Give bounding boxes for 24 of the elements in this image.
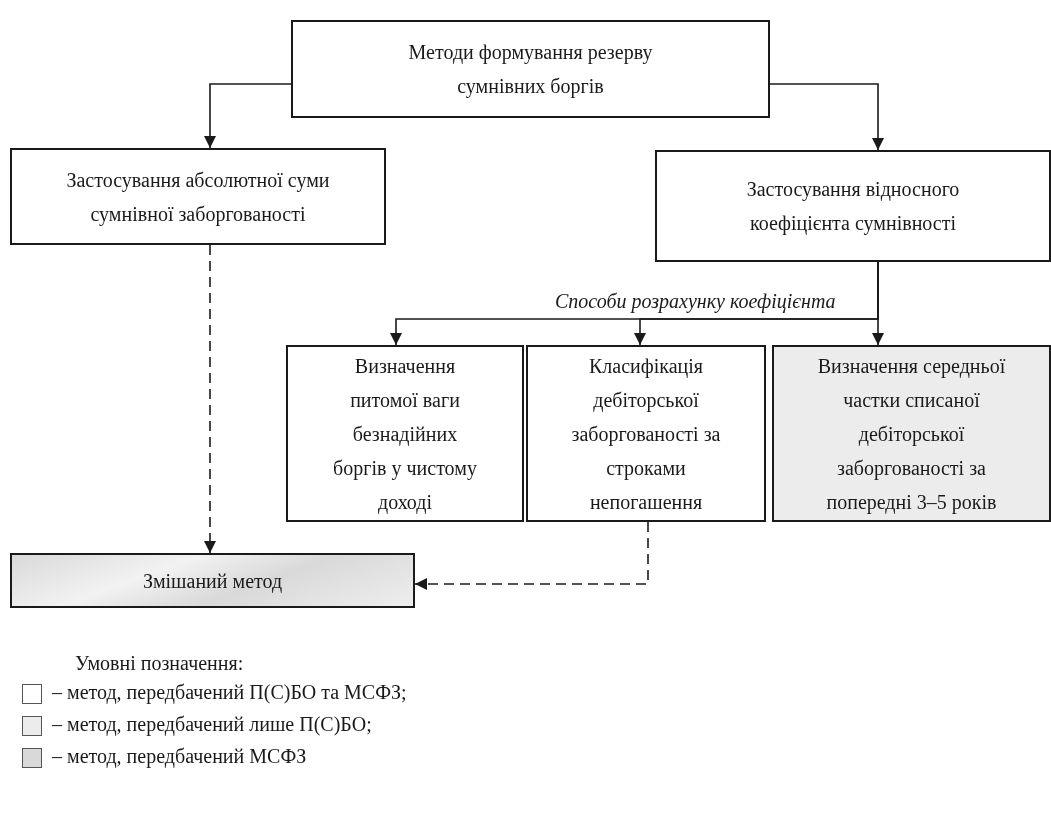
arrow — [872, 261, 884, 346]
dashed-arrow — [414, 521, 649, 590]
textured-method-box — [772, 345, 1051, 522]
legend-title: Умовні позначення: — [75, 652, 244, 675]
method-box — [291, 20, 770, 118]
method-box — [10, 148, 386, 245]
method-box — [655, 150, 1051, 262]
arrow — [769, 83, 884, 151]
node-text: Застосування абсолютної суми сумнівної заборгованості — [65, 167, 331, 228]
method-box — [526, 345, 766, 522]
edge-label: Способи розрахунку коефіцієнта — [553, 290, 838, 313]
node-text: Визначення питомої ваги безнадійних боргів у чистому доході — [332, 353, 478, 516]
node-text: Класифікація дебіторської заборгованості за строками непогашення — [570, 353, 722, 515]
dashed-arrow — [204, 244, 216, 554]
method-box — [286, 345, 524, 522]
node-text: Визначення середньої частки списаної дебіторської заборгованості за попередні 3–5 років — [816, 353, 1007, 516]
node-text: Методи формування резерву сумнівних боргів — [407, 40, 654, 100]
legend-text: – метод, передбачений лише П(С)БО; — [52, 713, 372, 736]
textured-method-box — [10, 553, 415, 608]
node-text: Застосування відносного коефіцієнта сумнівності — [745, 177, 961, 237]
arrow — [204, 83, 292, 149]
legend-text: – метод, передбачений П(С)БО та МСФЗ; — [52, 681, 407, 704]
node-text: Змішаний метод — [142, 568, 283, 595]
legend-text: – метод, передбачений МСФЗ — [52, 745, 307, 768]
